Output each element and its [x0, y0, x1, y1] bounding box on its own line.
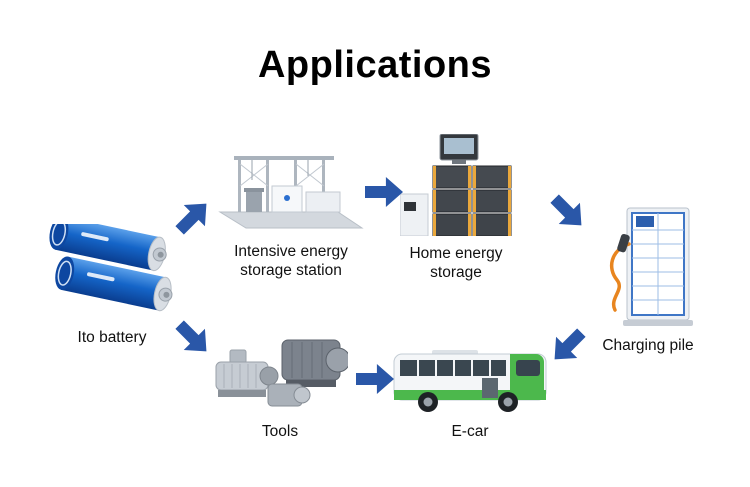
- arrow-station-to-home-storage: [365, 177, 403, 207]
- node-ito-battery: Ito battery: [36, 216, 188, 347]
- arrow-charging-pile-to-ecar: [544, 322, 592, 370]
- node-label-home-energy-storage: Home energy storage: [409, 245, 503, 282]
- node-e-car: E-car: [392, 350, 548, 441]
- energy-station-icon: [216, 146, 366, 234]
- home-storage-icon: [399, 133, 512, 237]
- charging-pile-icon: [597, 206, 699, 328]
- node-label-e-car: E-car: [451, 423, 489, 440]
- node-label-ito-battery: Ito battery: [77, 329, 147, 346]
- node-intensive-energy-storage-station: Intensive energy storage station: [216, 146, 366, 281]
- node-label-charging-pile: Charging pile: [602, 337, 694, 354]
- tools-icon: [212, 326, 351, 414]
- node-label-intensive-energy-storage-station: Intensive energy storage station: [234, 243, 348, 280]
- node-home-energy-storage: Home energy storage: [399, 133, 512, 283]
- node-tools: Tools: [212, 326, 351, 441]
- battery-icon: [36, 216, 188, 320]
- bus-icon: [392, 350, 548, 414]
- node-charging-pile: Charging pile: [597, 206, 699, 355]
- page-title: Applications: [257, 44, 493, 86]
- arrow-tools-to-ecar: [356, 364, 394, 394]
- node-label-tools: Tools: [261, 423, 299, 440]
- arrow-home-storage-to-charging-pile: [544, 188, 592, 236]
